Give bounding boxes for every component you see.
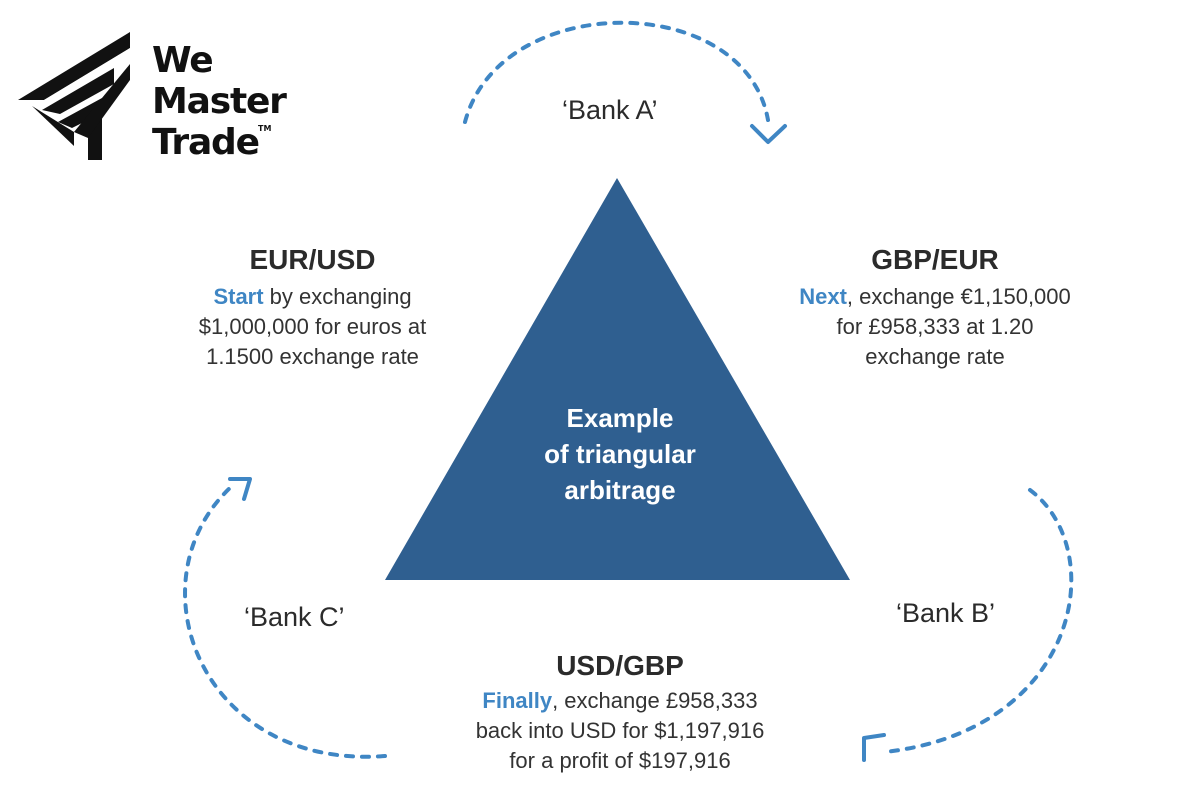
arrow-arc-left bbox=[183, 484, 387, 759]
triangle-title-line1: Example bbox=[566, 403, 674, 433]
pair-desc-line3: 1.1500 exchange rate bbox=[206, 344, 419, 369]
pair-desc-line3: exchange rate bbox=[865, 344, 1005, 369]
triangle-title-line3: arbitrage bbox=[564, 475, 676, 505]
logo-line-trade: Trade bbox=[152, 122, 260, 163]
brand-logo: We Master Trade TM bbox=[14, 28, 314, 168]
pair-lead-gbp-eur: Next bbox=[799, 284, 847, 309]
pair-block-usd-gbp: USD/GBP Finally, exchange £958,333 back … bbox=[440, 650, 800, 776]
pair-desc-eur-usd: Start by exchanging $1,000,000 for euros… bbox=[150, 282, 475, 372]
triangle-shape bbox=[385, 178, 850, 580]
pair-desc-usd-gbp: Finally, exchange £958,333 back into USD… bbox=[440, 686, 800, 776]
trademark-mark: TM bbox=[258, 124, 272, 133]
logo-wordmark: We Master Trade bbox=[152, 40, 287, 163]
pair-title-gbp-eur: GBP/EUR bbox=[871, 244, 999, 275]
arrow-arc-top bbox=[463, 20, 770, 124]
pair-lead-usd-gbp: Finally bbox=[482, 688, 553, 713]
arrow-head-top bbox=[750, 124, 787, 144]
pair-desc-line2: back into USD for $1,197,916 bbox=[475, 718, 765, 743]
pair-title-usd-gbp: USD/GBP bbox=[556, 650, 684, 681]
arrow-head-right bbox=[862, 733, 886, 762]
pair-desc-line2: $1,000,000 for euros at bbox=[198, 314, 427, 339]
bank-c-label: ‘Bank C’ bbox=[244, 602, 345, 632]
triangle-title: Example of triangular arbitrage bbox=[490, 400, 750, 508]
pair-desc-line2: for £958,333 at 1.20 bbox=[836, 314, 1034, 339]
logo-line-master: Master bbox=[152, 81, 287, 122]
pair-desc-line1: , exchange €1,150,000 bbox=[846, 284, 1071, 309]
pair-desc-line3: for a profit of $197,916 bbox=[509, 748, 731, 773]
logo-line-we: We bbox=[152, 40, 214, 81]
bank-a-label: ‘Bank A’ bbox=[562, 95, 658, 125]
pair-desc-gbp-eur: Next, exchange €1,150,000 for £958,333 a… bbox=[765, 282, 1105, 372]
bank-b-label: ‘Bank B’ bbox=[896, 598, 996, 628]
pair-block-gbp-eur: GBP/EUR Next, exchange €1,150,000 for £9… bbox=[765, 244, 1105, 372]
logo-mark-icon bbox=[18, 32, 130, 160]
pair-title-eur-usd: EUR/USD bbox=[249, 244, 376, 275]
triangle-title-line2: of triangular bbox=[544, 439, 696, 469]
pair-desc-line1: , exchange £958,333 bbox=[552, 688, 758, 713]
pair-block-eur-usd: EUR/USD Start by exchanging $1,000,000 f… bbox=[150, 244, 475, 372]
pair-lead-eur-usd: Start bbox=[213, 284, 264, 309]
arrow-head-left bbox=[228, 477, 252, 501]
pair-desc-line1: by exchanging bbox=[263, 284, 412, 309]
arrow-arc-right bbox=[883, 488, 1074, 754]
